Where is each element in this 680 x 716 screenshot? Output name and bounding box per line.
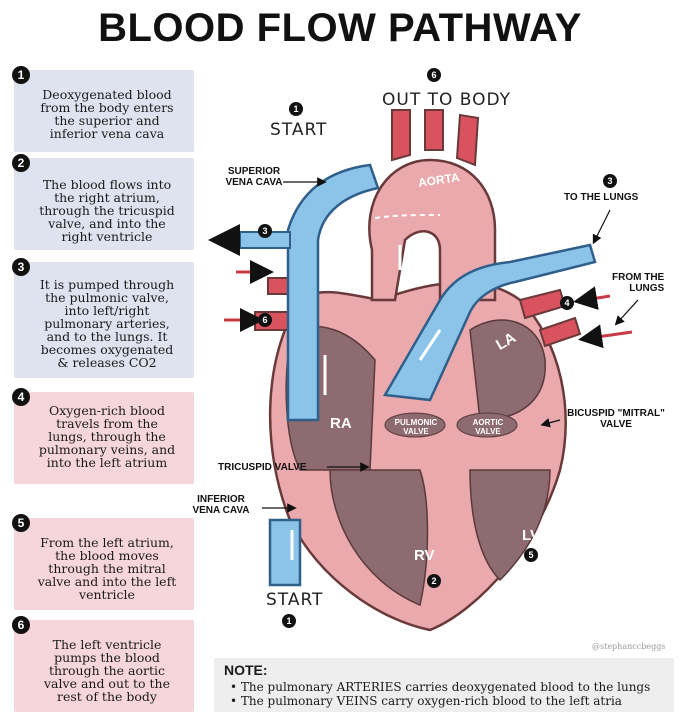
marker-1-bottom: 1: [282, 614, 296, 628]
aortic-branches: [391, 109, 480, 167]
step-text: Deoxygenated blood from the body enters …: [40, 87, 174, 141]
marker-3-label: 3: [603, 174, 617, 188]
step-number: 6: [12, 616, 30, 634]
marker-6-arrow: 6: [258, 313, 272, 327]
aortic-valve-label: AORTIC VALVE: [472, 418, 504, 436]
step-number: 5: [12, 514, 30, 532]
step-number: 1: [12, 66, 30, 84]
step-2: 2 The blood flows into the right atrium,…: [12, 154, 194, 250]
note-line-2: • The pulmonary VEINS carry oxygen-rich …: [230, 694, 622, 708]
step-1: 1 Deoxygenated blood from the body enter…: [12, 66, 194, 152]
out-to-body-label: OUT TO BODY: [382, 90, 512, 110]
superior-vena-cava-label: SUPERIOR VENA CAVA: [225, 166, 283, 188]
marker-5: 5: [524, 548, 538, 562]
lv-label: LV: [522, 527, 541, 544]
ra-label: RA: [330, 415, 352, 432]
marker-6-top: 6: [427, 68, 441, 82]
note-box: NOTE: • The pulmonary ARTERIES carries d…: [214, 658, 674, 712]
credit-watermark: @stephanccbeggs: [592, 642, 666, 651]
page-title: BLOOD FLOW PATHWAY: [98, 6, 582, 50]
marker-3-arrow: 3: [258, 224, 272, 238]
pulmonic-valve-shape: [384, 412, 446, 438]
rv-label: RV: [414, 547, 435, 564]
bicuspid-valve-label: BICUSPID "MITRAL" VALVE: [567, 408, 665, 430]
from-the-lungs-label: FROM THE LUNGS: [612, 272, 665, 294]
pulmonary-trunk: [382, 243, 597, 402]
step-number: 3: [12, 258, 30, 276]
step-4: 4 Oxygen-rich blood travels from the lun…: [12, 388, 194, 484]
dashed-divider: [374, 214, 441, 219]
start-top-label: START: [270, 120, 328, 140]
marker-1-top: 1: [289, 102, 303, 116]
step-3: 3 It is pumped through the pulmonic valv…: [12, 258, 194, 378]
start-bottom-label: START: [266, 590, 324, 610]
step-text: It is pumped through the pulmonic valve,…: [39, 277, 175, 370]
step-text: Oxygen-rich blood travels from the lungs…: [38, 403, 176, 470]
left-ventricle-chamber: [469, 469, 551, 582]
inferior-vena-cava-label: INFERIOR VENA CAVA: [192, 494, 250, 516]
note-title: NOTE:: [224, 662, 268, 678]
step-text: The left ventricle pumps the blood throu…: [44, 637, 170, 704]
superior-vena-cava: [286, 163, 380, 422]
inferior-vena-cava: [268, 518, 302, 587]
right-pulmonary-artery: [239, 231, 291, 249]
flow-arrow: [418, 329, 442, 361]
marker-2: 2: [427, 574, 441, 588]
marker-4: 4: [560, 296, 574, 310]
note-line-1: • The pulmonary ARTERIES carries deoxyge…: [230, 680, 651, 694]
step-number: 2: [12, 154, 30, 172]
pulmonic-valve-label: PULMONIC VALVE: [394, 418, 438, 436]
step-text: From the left atrium, the blood moves th…: [37, 535, 177, 602]
step-5: 5 From the left atrium, the blood moves …: [12, 514, 194, 610]
tricuspid-valve-label: TRICUSPID VALVE: [218, 462, 307, 473]
step-number: 4: [12, 388, 30, 406]
to-the-lungs-label: TO THE LUNGS: [564, 192, 639, 203]
step-6: 6 The left ventricle pumps the blood thr…: [12, 616, 194, 712]
right-ventricle-chamber: [329, 469, 429, 607]
aortic-valve-shape: [456, 412, 518, 438]
step-text: The blood flows into the right atrium, t…: [39, 177, 175, 244]
